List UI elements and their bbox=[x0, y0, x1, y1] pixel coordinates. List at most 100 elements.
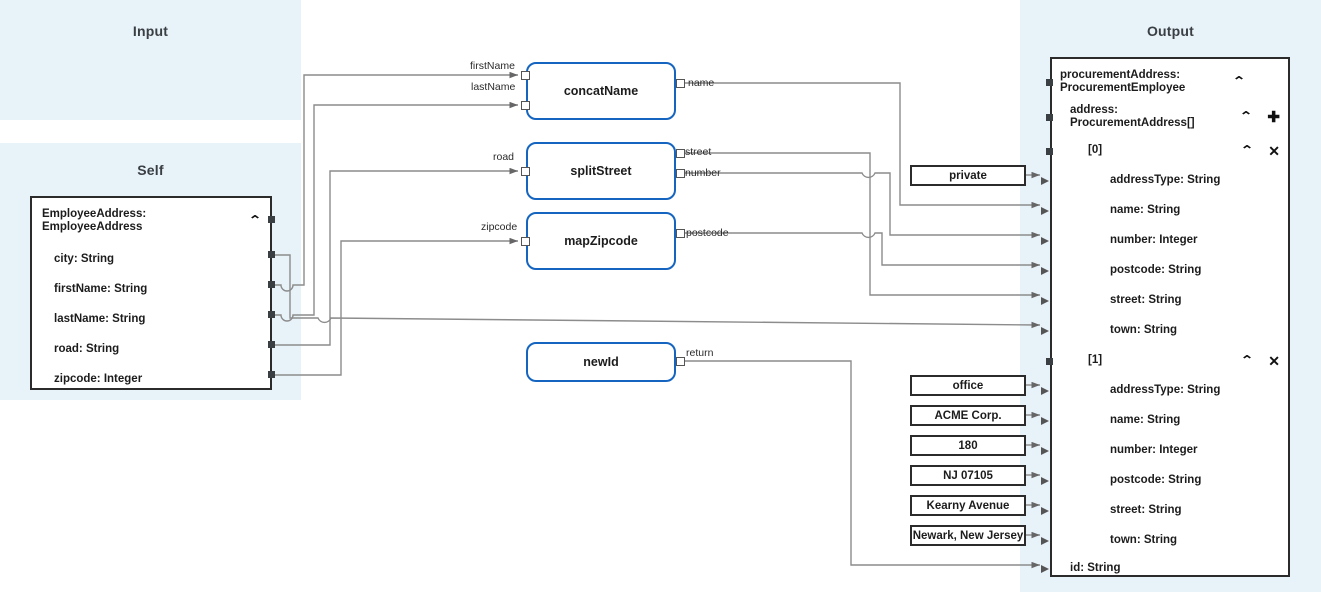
output-row[interactable]: town: String bbox=[1050, 526, 1290, 556]
self-port-firstname[interactable] bbox=[268, 281, 275, 288]
output-port-arrow[interactable] bbox=[1041, 476, 1049, 485]
port-out-return[interactable] bbox=[676, 357, 685, 366]
output-row[interactable]: number: Integer bbox=[1050, 226, 1290, 256]
close-icon[interactable]: ✕ bbox=[1268, 353, 1280, 369]
output-row[interactable]: town: String bbox=[1050, 316, 1290, 346]
output-port-arrow[interactable] bbox=[1041, 326, 1049, 335]
function-node-mapzipcode[interactable]: mapZipcode bbox=[526, 212, 676, 270]
constant-value: ACME Corp. bbox=[934, 409, 1002, 422]
chevron-up-icon[interactable]: ⌃ bbox=[1240, 143, 1255, 157]
input-panel-title: Input bbox=[132, 23, 169, 39]
port-in-zipcode[interactable] bbox=[521, 237, 530, 246]
output-port-arrow[interactable] bbox=[1041, 206, 1049, 215]
output-row[interactable]: number: Integer bbox=[1050, 436, 1290, 466]
output-row[interactable]: [1] ⌃ ✕ bbox=[1050, 346, 1290, 376]
self-port-header[interactable] bbox=[268, 216, 275, 223]
constant-box-180[interactable]: 180 bbox=[910, 435, 1026, 456]
output-row-label: town: String bbox=[1110, 324, 1178, 337]
constant-box-newark-new-jersey[interactable]: Newark, New Jersey bbox=[910, 525, 1026, 546]
output-port-arrow[interactable] bbox=[1041, 564, 1049, 573]
function-node-splitstreet[interactable]: splitStreet bbox=[526, 142, 676, 200]
constant-value: 180 bbox=[958, 439, 978, 452]
chevron-up-icon[interactable]: ⌃ bbox=[1240, 353, 1255, 367]
self-field-label: firstName: String bbox=[54, 283, 148, 296]
chevron-up-icon[interactable]: ⌃ bbox=[1239, 109, 1254, 123]
output-row[interactable]: street: String bbox=[1050, 286, 1290, 316]
output-row-label: town: String bbox=[1110, 534, 1178, 547]
port-out-postcode[interactable] bbox=[676, 229, 685, 238]
output-node[interactable] bbox=[1050, 57, 1290, 577]
self-field-row[interactable]: city: String bbox=[32, 245, 270, 275]
output-row[interactable]: procurementAddress: ProcurementEmployee⌃ bbox=[1050, 65, 1290, 99]
constant-box-acme-corp[interactable]: ACME Corp. bbox=[910, 405, 1026, 426]
output-row-label: street: String bbox=[1110, 294, 1182, 307]
output-port-arrow[interactable] bbox=[1041, 236, 1049, 245]
chevron-up-icon[interactable]: ⌃ bbox=[1232, 74, 1246, 88]
constant-box-private[interactable]: private bbox=[910, 165, 1026, 186]
chevron-up-icon[interactable]: ⌃ bbox=[248, 213, 262, 227]
self-port-lastname[interactable] bbox=[268, 311, 275, 318]
port-in-road[interactable] bbox=[521, 167, 530, 176]
output-port-arrow[interactable] bbox=[1041, 446, 1049, 455]
output-row[interactable]: address: ProcurementAddress[]⌃✚ bbox=[1050, 100, 1290, 134]
output-port-square[interactable] bbox=[1046, 147, 1053, 155]
port-label-return: return bbox=[686, 347, 714, 359]
port-out-street[interactable] bbox=[676, 149, 685, 158]
output-row[interactable]: postcode: String bbox=[1050, 256, 1290, 286]
output-port-square[interactable] bbox=[1046, 113, 1053, 121]
self-node-header[interactable]: EmployeeAddress: EmployeeAddress ⌃ bbox=[32, 204, 270, 238]
self-node-header-label: EmployeeAddress: EmployeeAddress bbox=[42, 207, 147, 234]
self-node[interactable]: EmployeeAddress: EmployeeAddress ⌃ city:… bbox=[30, 196, 272, 390]
self-field-row[interactable]: zipcode: Integer bbox=[32, 365, 270, 395]
output-port-arrow[interactable] bbox=[1041, 386, 1049, 395]
self-field-label: zipcode: Integer bbox=[54, 373, 143, 386]
port-in-lastname[interactable] bbox=[521, 101, 530, 110]
self-port-zipcode[interactable] bbox=[268, 371, 275, 378]
self-port-city[interactable] bbox=[268, 251, 275, 258]
output-row[interactable]: name: String bbox=[1050, 196, 1290, 226]
output-row-label: postcode: String bbox=[1110, 474, 1202, 487]
output-port-arrow[interactable] bbox=[1041, 296, 1049, 305]
port-label-road: road bbox=[493, 151, 515, 163]
output-row[interactable]: postcode: String bbox=[1050, 466, 1290, 496]
port-out-number[interactable] bbox=[676, 169, 685, 178]
output-row[interactable]: street: String bbox=[1050, 496, 1290, 526]
port-label-firstname: firstName bbox=[470, 60, 515, 72]
output-row[interactable]: id: String bbox=[1050, 557, 1290, 581]
self-field-row[interactable]: firstName: String bbox=[32, 275, 270, 305]
constant-box-kearny-avenue[interactable]: Kearny Avenue bbox=[910, 495, 1026, 516]
function-node-label: splitStreet bbox=[570, 164, 632, 178]
output-row[interactable]: name: String bbox=[1050, 406, 1290, 436]
output-row-label: name: String bbox=[1110, 414, 1181, 427]
output-port-arrow[interactable] bbox=[1041, 176, 1049, 185]
function-node-concatname[interactable]: concatName bbox=[526, 62, 676, 120]
output-port-arrow[interactable] bbox=[1041, 416, 1049, 425]
output-port-arrow[interactable] bbox=[1041, 536, 1049, 545]
output-row-label: addressType: String bbox=[1110, 384, 1221, 397]
output-port-square[interactable] bbox=[1046, 357, 1053, 365]
output-row-label: street: String bbox=[1110, 504, 1182, 517]
output-port-arrow[interactable] bbox=[1041, 506, 1049, 515]
port-out-name[interactable] bbox=[676, 79, 685, 88]
self-field-row[interactable]: road: String bbox=[32, 335, 270, 365]
constant-box-office[interactable]: office bbox=[910, 375, 1026, 396]
constant-value: Newark, New Jersey bbox=[912, 529, 1024, 542]
port-label-postcode: postcode bbox=[686, 227, 729, 239]
port-in-firstname[interactable] bbox=[521, 71, 530, 80]
output-port-arrow[interactable] bbox=[1041, 266, 1049, 275]
constant-value: office bbox=[952, 379, 984, 392]
function-node-label: concatName bbox=[563, 84, 639, 98]
output-panel-title: Output bbox=[1146, 23, 1195, 39]
constant-box-nj-07105[interactable]: NJ 07105 bbox=[910, 465, 1026, 486]
self-field-row[interactable]: lastName: String bbox=[32, 305, 270, 335]
close-icon[interactable]: ✕ bbox=[1268, 143, 1280, 159]
output-row-label: [1] bbox=[1088, 354, 1103, 367]
output-row-label: [0] bbox=[1088, 144, 1103, 157]
output-port-square[interactable] bbox=[1046, 78, 1053, 86]
function-node-newid[interactable]: newId bbox=[526, 342, 676, 382]
output-row[interactable]: addressType: String bbox=[1050, 376, 1290, 406]
output-row[interactable]: addressType: String bbox=[1050, 166, 1290, 196]
self-port-road[interactable] bbox=[268, 341, 275, 348]
output-row[interactable]: [0] ⌃ ✕ bbox=[1050, 136, 1290, 166]
plus-icon[interactable]: ✚ bbox=[1267, 108, 1280, 126]
